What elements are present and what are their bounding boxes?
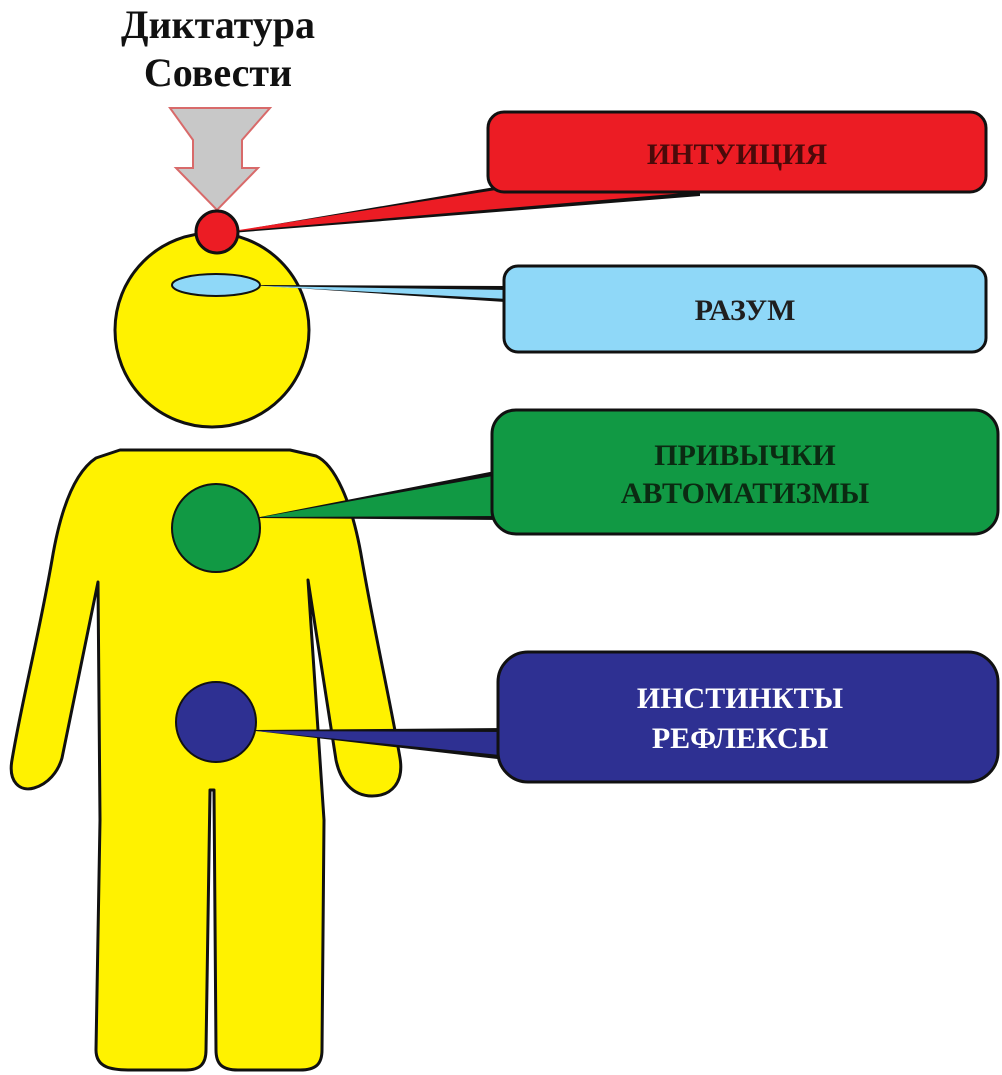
title-line-1: Диктатура — [121, 2, 315, 47]
instincts-label-line-2: РЕФЛЕКСЫ — [652, 722, 828, 755]
mind-oval — [171, 273, 261, 297]
habits-label-line-1: ПРИВЫЧКИ — [654, 439, 836, 472]
mind-callout — [502, 264, 988, 354]
mind-label: РАЗУМ — [695, 294, 796, 327]
intuition-dot — [194, 209, 240, 255]
conscience-arrow-icon — [168, 107, 273, 212]
habits-label-line-2: АВТОМАТИЗМЫ — [621, 477, 870, 510]
habits-dot — [171, 483, 261, 573]
intuition-label: ИНТУИЦИЯ — [647, 138, 828, 171]
title-line-2: Совести — [144, 50, 292, 95]
instincts-label-line-1: ИНСТИНКТЫ — [637, 682, 843, 715]
habits-callout — [490, 408, 1000, 536]
human-head — [113, 231, 311, 429]
instincts-dot — [175, 681, 257, 763]
instincts-callout — [496, 650, 1000, 784]
intuition-callout — [486, 110, 988, 194]
